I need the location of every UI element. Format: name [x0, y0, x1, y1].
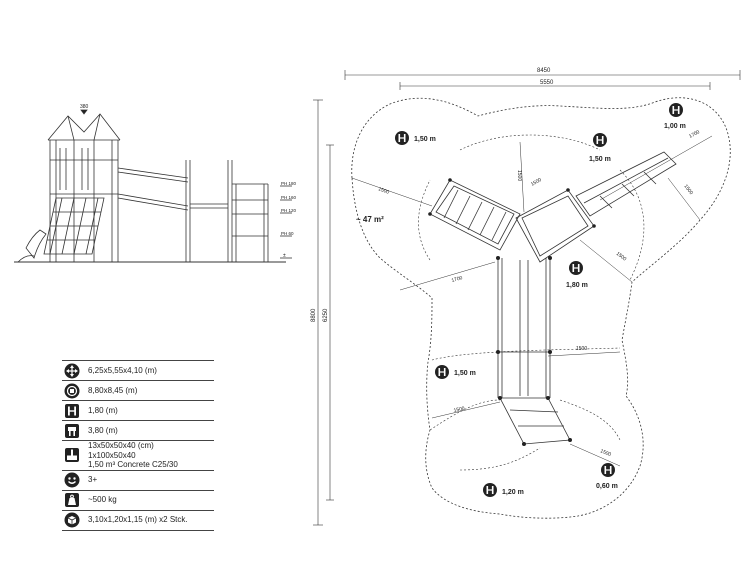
foundation-icon [65, 448, 79, 463]
safety-zone-arcs [418, 134, 645, 471]
distance-label-9: 1500 [599, 448, 612, 458]
distance-label-5: 1700 [688, 129, 701, 140]
fall-height-label-3: 1,00 m [664, 123, 686, 130]
max-height-icon [65, 423, 79, 438]
safety-area-outline [351, 97, 731, 519]
spec-dimensions: 6,25x5,55x4,10 (m) [88, 365, 157, 375]
package-icon [64, 512, 80, 528]
side-elevation [14, 109, 292, 263]
fall-height-icon-3 [669, 103, 683, 117]
spec-row-safety-area: 8,80x8,45 (m) [62, 380, 214, 400]
distance-label-4: 1500 [615, 251, 628, 263]
spec-max-height: 3,80 (m) [88, 425, 118, 435]
spec-foundation-line-3: 1,50 m³ Concrete C25/30 [88, 460, 178, 469]
spec-weight: ~500 kg [88, 495, 117, 505]
level-label-3: PH 120 [281, 208, 297, 213]
safety-area-icon [64, 383, 80, 398]
spec-row-package: 3,10x1,20x1,15 (m) x2 Stck. [62, 509, 214, 531]
fall-height-label-1: 1,50 m [414, 136, 436, 143]
spec-row-dimensions: 6,25x5,55x4,10 (m) [62, 360, 214, 380]
dim-inner-height: 6250 [323, 308, 329, 322]
distance-label-8: 1500 [453, 406, 465, 414]
plan-dimension-lines [313, 70, 741, 526]
spec-row-foundation: 13x50x50x40 (cm) 1x100x50x40 1,50 m³ Con… [62, 440, 214, 470]
fall-height-label-2: 1,50 m [589, 156, 611, 163]
fall-height-icon [65, 403, 79, 418]
spec-package: 3,10x1,20x1,15 (m) x2 Stck. [88, 515, 188, 525]
age-group-icon [64, 472, 80, 488]
fall-height-label-6: 1,20 m [502, 489, 524, 496]
safety-area-size: ~ 47 m² [356, 215, 384, 224]
spec-row-fall-height: 1,80 (m) [62, 400, 214, 420]
level-label-2: PH 160 [281, 195, 297, 200]
spec-foundation-line-2: 1x100x50x40 [88, 450, 136, 460]
spec-foundation-line-1: 13x50x50x40 (cm) [88, 441, 154, 450]
radial-dim-lines [351, 135, 713, 467]
spec-row-age-group: 3+ [62, 469, 214, 490]
fall-height-icon-6 [483, 483, 497, 497]
distance-label-6: 1500 [682, 184, 694, 197]
plan-structure [429, 151, 677, 445]
fall-height-icon-1 [395, 131, 409, 145]
dimensions-icon [64, 363, 80, 378]
level-label-1: PH 180 [281, 181, 297, 186]
ground-level-label: ± [283, 253, 286, 259]
distance-label-7: 1500 [576, 346, 587, 352]
level-label-4: PH 60 [281, 231, 294, 236]
weight-icon [65, 493, 79, 507]
fall-height-label-5: 1,50 m [454, 370, 476, 377]
spec-table: 6,25x5,55x4,10 (m) 8,80x8,45 (m) 1,80 (m… [62, 360, 214, 531]
fall-height-label-4: 1,80 m [566, 282, 588, 289]
spec-age-group: 3+ [88, 475, 98, 485]
spec-safety-area: 8,80x8,45 (m) [88, 385, 138, 395]
distance-label-2: 1700 [451, 275, 464, 284]
dim-inner-width: 5550 [540, 80, 554, 86]
elevation-top-dim: 380 [80, 104, 89, 110]
fall-height-icon-2 [593, 133, 607, 147]
distance-label-1: 1500 [377, 186, 390, 196]
distance-label-3: 1500 [516, 170, 522, 181]
fall-height-icon-7 [601, 463, 615, 477]
plan-posts [428, 178, 596, 446]
fall-height-icon-4 [569, 261, 583, 275]
spec-row-max-height: 3,80 (m) [62, 420, 214, 440]
dim-total-width: 8450 [537, 68, 551, 74]
fall-height-icon-5 [435, 365, 449, 379]
distance-label-10: 1500 [530, 177, 543, 188]
spec-fall-height: 1,80 (m) [88, 405, 118, 415]
spec-row-weight: ~500 kg [62, 489, 214, 510]
fall-height-label-7: 0,60 m [596, 483, 618, 490]
dim-total-height: 8800 [311, 308, 317, 322]
